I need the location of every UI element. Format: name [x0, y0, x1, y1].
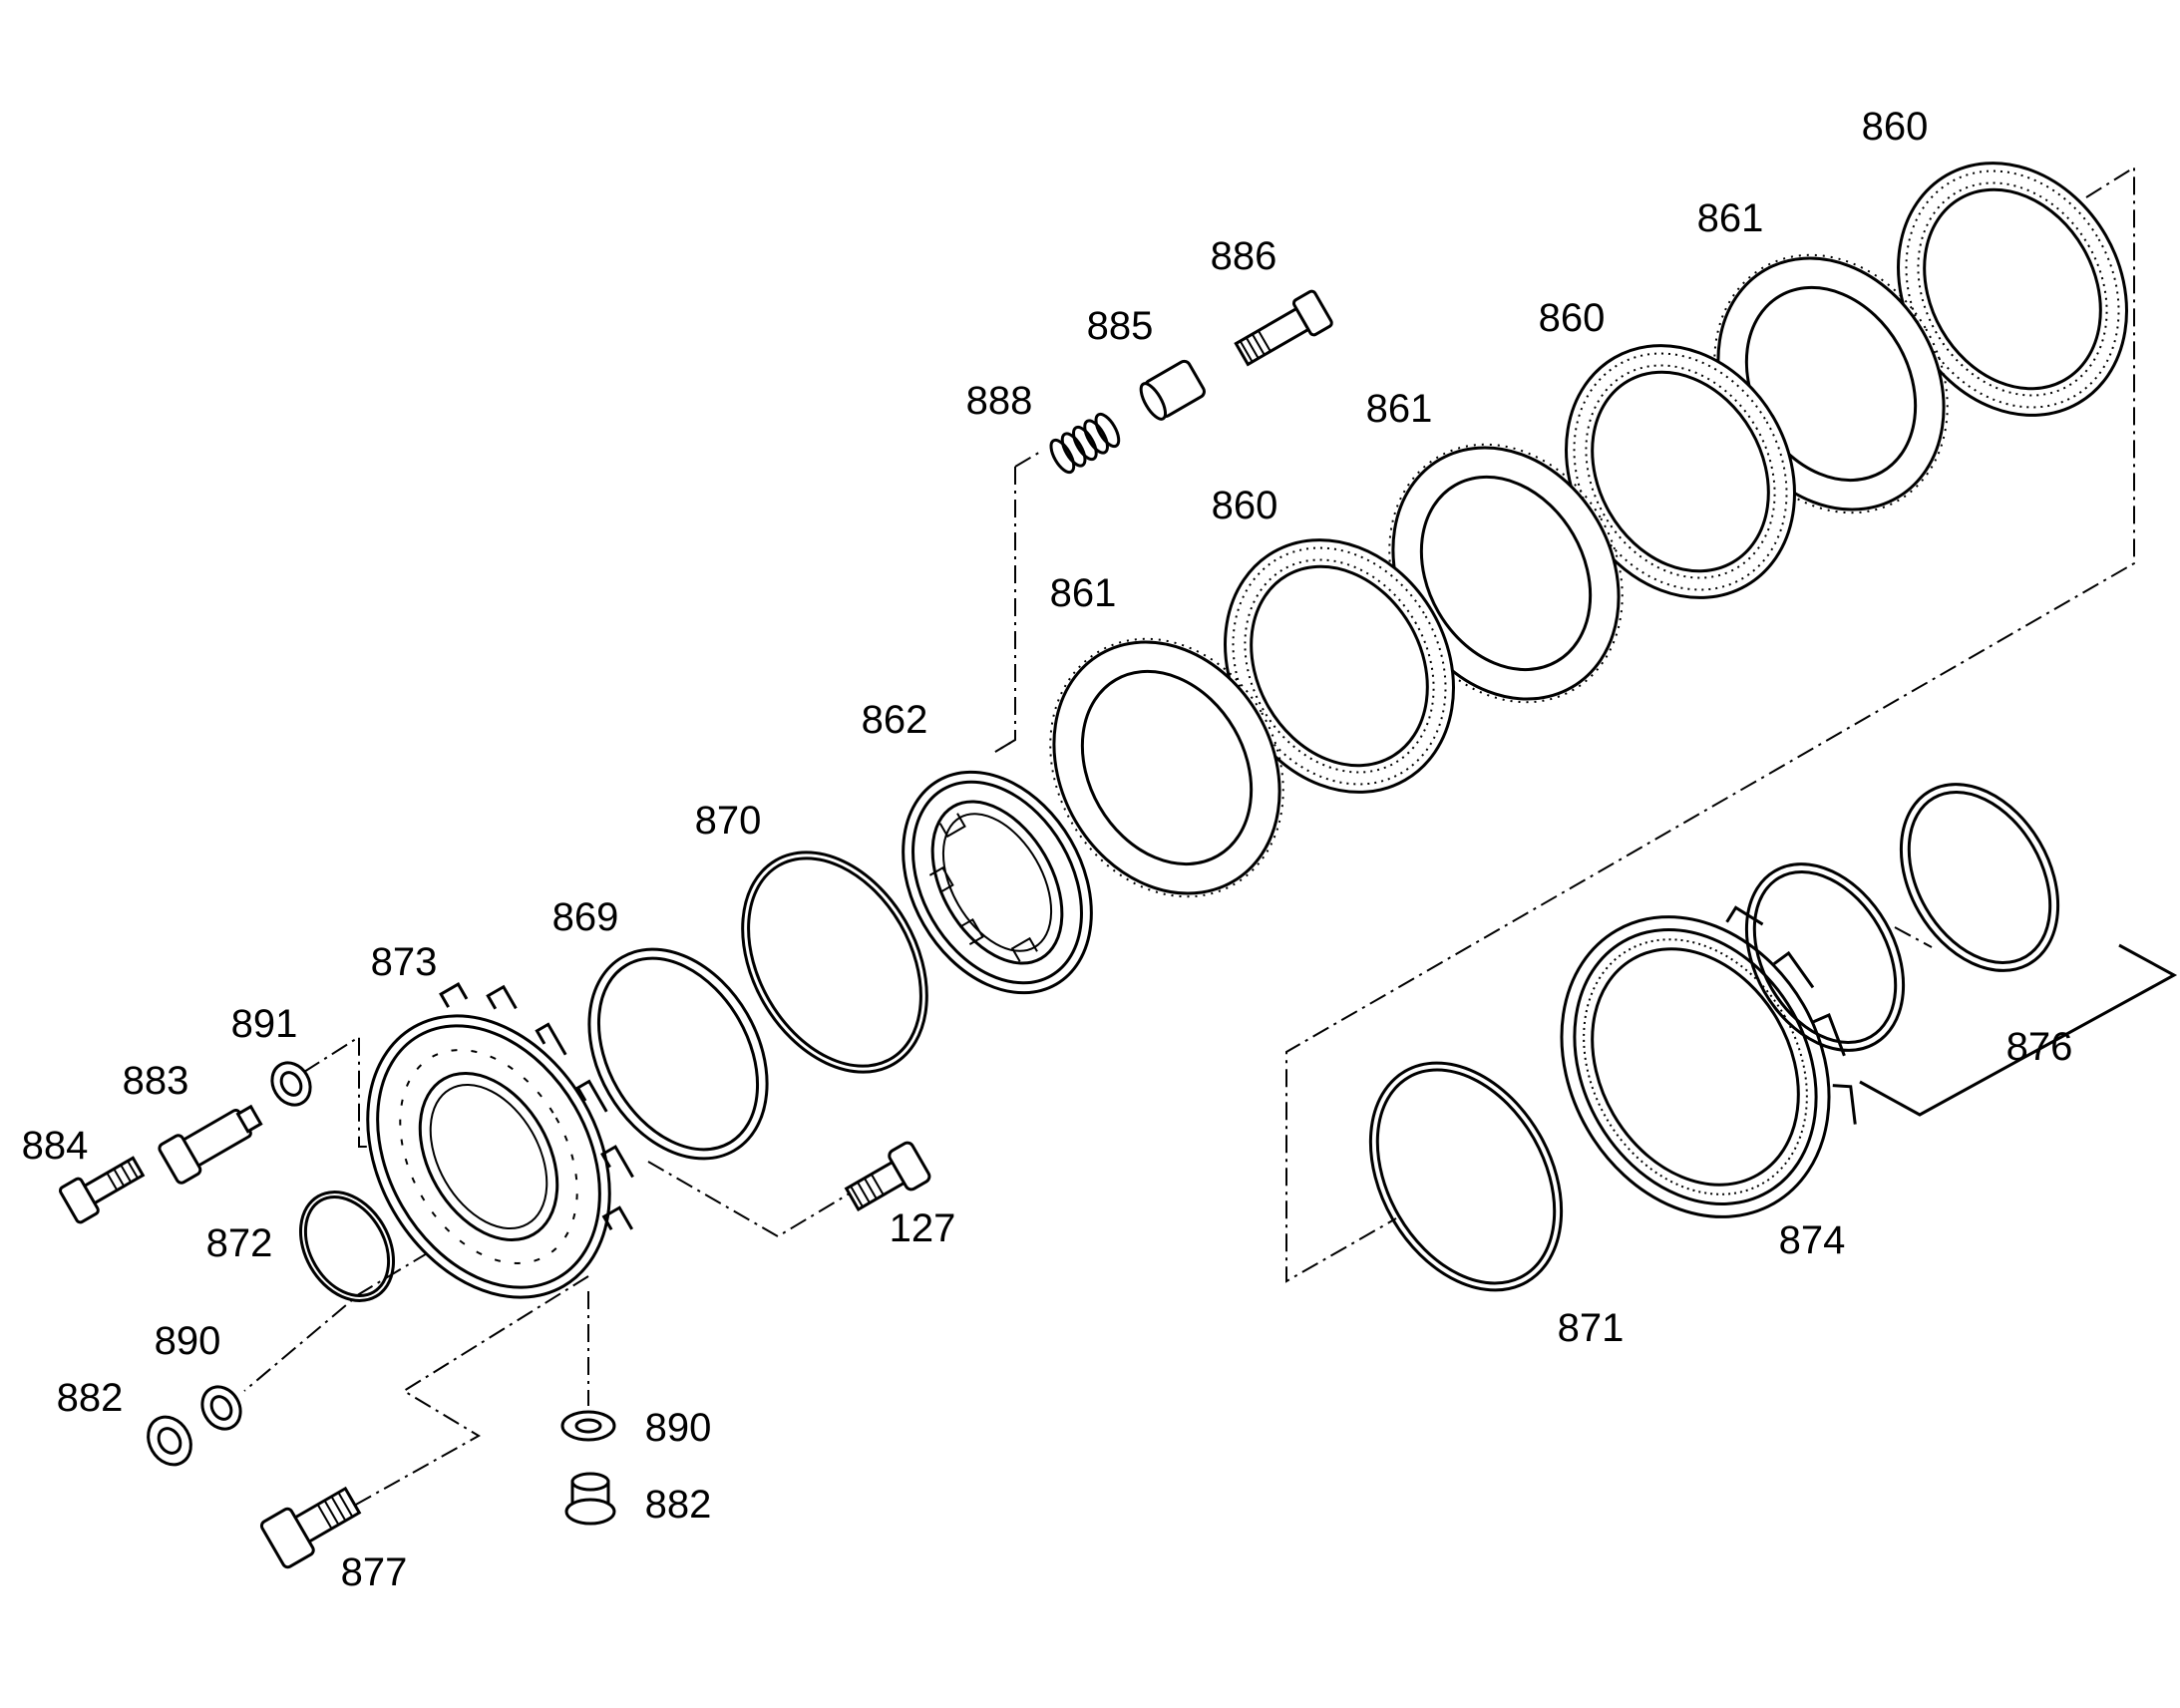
o-ring-icon: [298, 1191, 396, 1302]
part-label-870: 870: [695, 799, 762, 843]
sleeve-icon: [1139, 359, 1206, 421]
piston-icon: [902, 770, 1093, 995]
part-label-871: 871: [1558, 1306, 1625, 1350]
part-label-886: 886: [1211, 234, 1277, 278]
part-label-861-lower: 861: [1050, 571, 1117, 615]
housing-icon: [366, 982, 634, 1299]
seal-ring-icon: [587, 947, 769, 1161]
part-label-885: 885: [1087, 304, 1154, 348]
part-label-874: 874: [1779, 1218, 1846, 1262]
part-label-882-left: 882: [57, 1376, 124, 1420]
washer-icon: [200, 1385, 242, 1431]
part-label-127: 127: [890, 1206, 956, 1250]
seal-ring-icon: [1744, 862, 1906, 1052]
o-ring-icon: [741, 851, 928, 1074]
bolt-icon: [58, 1156, 146, 1224]
washer-icon: [560, 1410, 616, 1442]
part-label-890-right: 890: [645, 1406, 712, 1450]
bolt-icon: [259, 1486, 362, 1569]
part-label-860-top: 860: [1862, 105, 1929, 149]
part-label-872: 872: [206, 1221, 273, 1265]
friction-disc-icon: [1897, 162, 2128, 417]
part-label-877: 877: [341, 1550, 408, 1594]
bolt-icon: [1234, 289, 1333, 367]
part-label-882-right: 882: [645, 1483, 712, 1527]
steel-disc-icon: [1388, 443, 1624, 704]
part-label-891: 891: [231, 1002, 298, 1046]
disc-carrier-icon: [1560, 905, 1857, 1218]
screw-icon: [844, 1141, 931, 1211]
part-label-862: 862: [862, 698, 928, 742]
steel-disc-icon: [1049, 637, 1284, 898]
part-label-884: 884: [22, 1124, 89, 1168]
washer-icon: [270, 1061, 312, 1107]
part-label-873: 873: [371, 940, 438, 984]
o-ring-icon: [1368, 1061, 1564, 1292]
seal-ring-icon: [1899, 783, 2060, 972]
spring-icon: [1049, 412, 1121, 475]
part-label-860-lower: 860: [1212, 484, 1278, 527]
bolt-icon: [158, 1104, 263, 1185]
bracket-876: [1859, 943, 2178, 1117]
part-label-869: 869: [552, 895, 619, 939]
part-label-861-upper: 861: [1697, 196, 1764, 240]
friction-disc-icon: [1565, 344, 1796, 599]
plug-icon: [147, 1415, 192, 1467]
part-label-860-middle: 860: [1539, 296, 1606, 340]
leader-lines: [243, 166, 2135, 1507]
part-labels: 860 861 860 861 860 861 886 885 888 862 …: [22, 105, 2073, 1594]
plug-icon: [564, 1472, 616, 1526]
part-label-890-left: 890: [155, 1319, 221, 1363]
part-label-876: 876: [2006, 1025, 2073, 1069]
part-label-883: 883: [123, 1059, 189, 1103]
part-label-861-middle: 861: [1366, 387, 1433, 431]
part-label-888: 888: [966, 379, 1033, 423]
